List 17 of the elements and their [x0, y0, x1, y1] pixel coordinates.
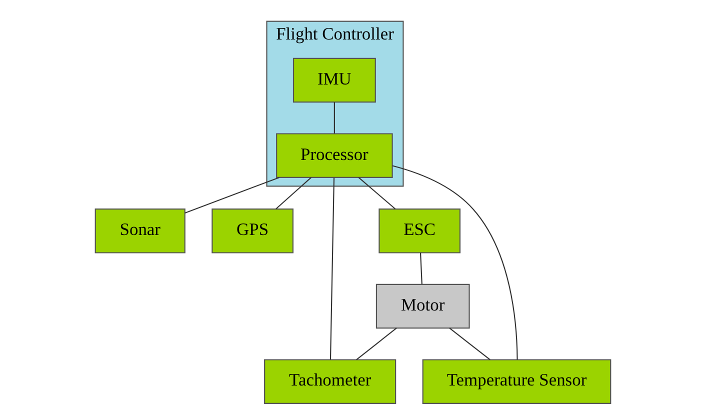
connector: [276, 177, 312, 210]
connector: [392, 165, 518, 360]
node-box: ESC: [378, 208, 461, 254]
connector: [356, 328, 397, 360]
node-box: GPS: [212, 208, 294, 254]
connector: [334, 102, 335, 134]
connector: [184, 176, 280, 214]
node-box: Sonar: [94, 208, 186, 254]
node-box: Motor: [376, 284, 470, 329]
connector: [449, 328, 490, 360]
node-box: Tachometer: [264, 359, 396, 404]
node-box: IMU: [292, 58, 376, 103]
node-box: Temperature Sensor: [422, 359, 612, 404]
node-box: Processor: [276, 133, 393, 178]
connector: [330, 178, 335, 360]
connector: [420, 252, 422, 284]
connector: [358, 177, 396, 210]
